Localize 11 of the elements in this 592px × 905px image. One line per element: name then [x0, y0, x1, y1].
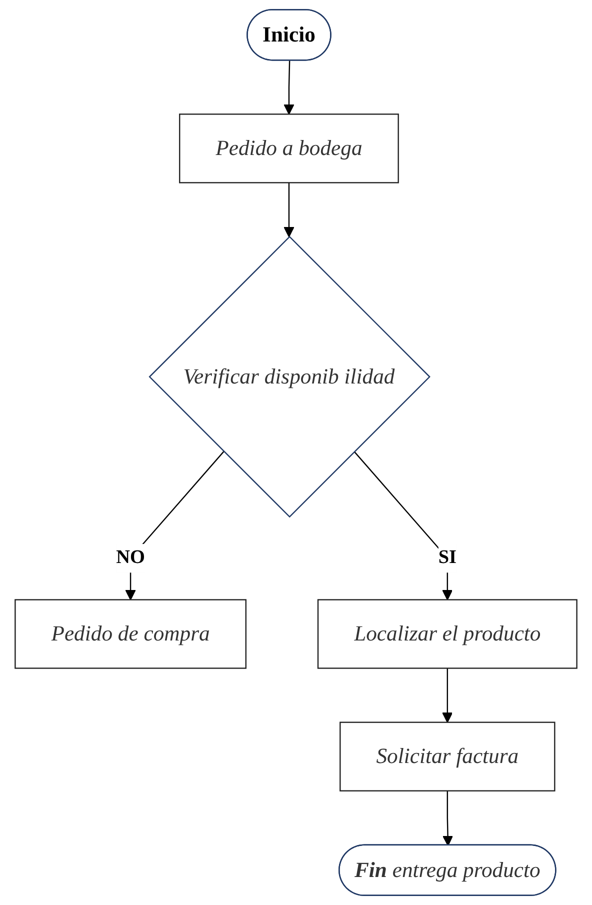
node-box: Pedido a bodega	[179, 114, 399, 184]
edge-label: NO	[116, 547, 145, 568]
node-diamond: Verificar disponib ilidad	[148, 236, 430, 518]
arrow	[284, 182, 294, 238]
node-box: Solicitar factura	[340, 722, 556, 792]
arrow	[442, 668, 453, 723]
arrow	[442, 790, 454, 846]
edge-label: SI	[438, 547, 456, 568]
node-box: Pedido de compra	[14, 599, 246, 669]
arrow	[284, 60, 294, 115]
node-box: Localizar el producto	[317, 599, 578, 669]
